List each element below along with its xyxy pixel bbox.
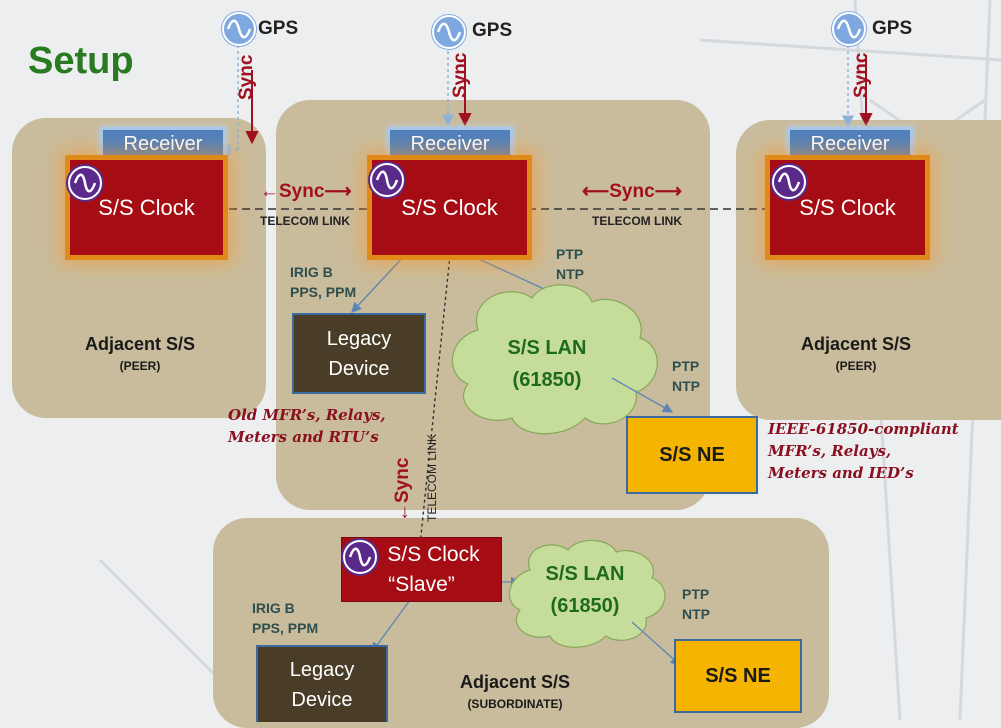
telecom-link-label: TELECOM LINK — [425, 433, 439, 522]
clock-to-lan-line — [469, 254, 557, 295]
sine-wave-icon — [436, 22, 462, 42]
ss-ne-box: S/S NE — [674, 639, 802, 713]
slave-to-legacy-line — [371, 599, 411, 654]
sine-wave-icon — [73, 173, 97, 193]
adjacent-subordinate-label: Adjacent S/S(SUBORDINATE) — [459, 672, 571, 711]
subordinate-lan-cloud — [508, 539, 666, 648]
lan-label: S/S LAN(61850) — [507, 337, 587, 391]
sync-arrow-down: ←Sync — [392, 457, 413, 522]
sine-wave-icon — [226, 19, 252, 39]
sync-label: Sync — [450, 52, 471, 98]
sine-wave-icon — [836, 19, 862, 39]
clock-to-legacy-line — [351, 254, 406, 313]
sync-arrow-right: ⟵Sync⟶ — [582, 181, 682, 202]
sine-wave-icon — [348, 547, 372, 567]
lan-label: S/S LAN(61850) — [545, 563, 625, 617]
sync-label: Sync — [851, 52, 872, 98]
legacy-devices-note: Old MFR’s, Relays,Meters and RTU’s — [228, 406, 386, 446]
telecom-link-label: TELECOM LINK — [592, 214, 682, 228]
sub-lan-to-ne-line — [631, 621, 681, 666]
page-title: Setup — [28, 40, 134, 82]
telecom-link-down-line — [419, 254, 451, 546]
receiver-right: Receiver — [787, 127, 913, 161]
telecom-link-label: TELECOM LINK — [260, 214, 350, 228]
adjacent-peer-label: Adjacent S/S(PEER) — [84, 334, 196, 373]
ss-ne-box: S/S NE — [626, 416, 758, 494]
gps-label: GPS — [472, 20, 513, 41]
receiver-left: Receiver — [100, 127, 226, 161]
receiver-center: Receiver — [387, 127, 513, 161]
sine-wave-icon — [375, 170, 399, 190]
adjacent-peer-label: Adjacent S/S(PEER) — [800, 334, 912, 373]
sync-arrow-left: ←Sync⟶ — [260, 181, 352, 202]
gps-label: GPS — [872, 18, 913, 39]
sine-wave-icon — [777, 172, 801, 192]
clock-sine-icon — [343, 540, 377, 574]
gps-label: GPS — [258, 18, 299, 39]
sync-label: Sync — [236, 54, 257, 100]
lan-to-ne-line — [611, 377, 674, 413]
